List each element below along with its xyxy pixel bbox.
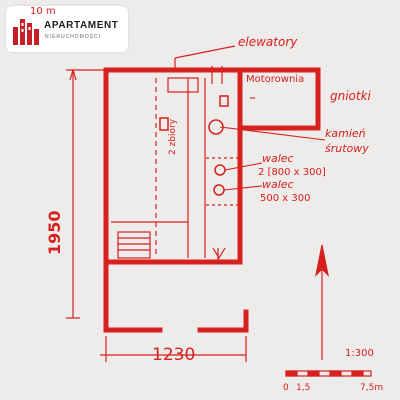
roller2-label-line1: walec (262, 178, 294, 191)
grinder-label-line1: kamień (325, 127, 366, 140)
motor-room-label: Motorownia (246, 74, 304, 85)
roller-2-icon (213, 184, 225, 196)
silos-label: 2 zbiory (168, 118, 178, 155)
scale-ratio: 1:300 (345, 348, 374, 359)
roller1-label-line2: 2 [800 x 300] (258, 167, 326, 178)
scale-bar (285, 370, 372, 377)
annotation-pointers (219, 97, 326, 191)
north-arrow-icon (315, 244, 329, 360)
scale-start: 0 (283, 383, 289, 393)
roller1-label-line1: walec (262, 152, 294, 165)
width-dimension (100, 336, 247, 362)
roller2-label-line2: 500 x 300 (260, 193, 310, 204)
building-walls (103, 67, 321, 333)
agency-logo: APARTAMENT NIERUCHOMOŚCI (6, 6, 128, 52)
height-dimension (66, 69, 104, 319)
agency-subtitle: NIERUCHOMOŚCI (45, 34, 102, 40)
agency-name: APARTAMENT (44, 20, 119, 31)
grinder-label-line2: śrutowy (325, 142, 369, 155)
elevators-label: elewatory (238, 35, 298, 49)
height-dimension-label: 1950 (45, 210, 64, 255)
width-dimension-label: 1230 (152, 345, 195, 365)
scale-mid: 1,5 (296, 383, 310, 393)
rollers-room-label: gniotki (330, 89, 372, 103)
interior-lines (111, 45, 238, 262)
top-scale-label: 10 m (30, 6, 56, 17)
scale-end: 7,5m (360, 383, 383, 393)
building-logo-icon (13, 19, 39, 45)
equipment (159, 95, 229, 196)
roller-1-icon (214, 164, 226, 176)
